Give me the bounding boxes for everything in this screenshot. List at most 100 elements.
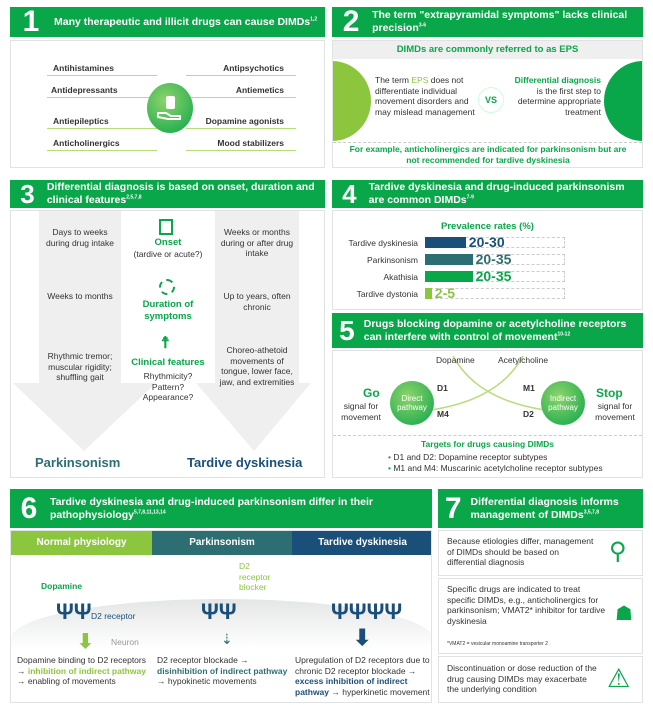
duration-label: Duration of symptoms xyxy=(142,299,194,322)
td-onset: Weeks or months during or after drug int… xyxy=(220,227,294,259)
acetylcholine-label: Acetylcholine xyxy=(498,355,549,365)
management-item: Specific drugs are indicated to treat sp… xyxy=(438,578,643,654)
person-icon: ☨ xyxy=(161,335,170,352)
prevalence-bar xyxy=(425,288,432,299)
tab-tardive-dyskinesia: Tardive dyskinesia xyxy=(292,531,431,555)
prevalence-bar xyxy=(425,254,473,265)
m4-label: M4 xyxy=(437,409,449,419)
prevalence-value: 20-35 xyxy=(475,268,512,284)
eps-banner: DIMDs are commonly referred to as EPS xyxy=(333,41,642,59)
drug-class: Antidepressants xyxy=(51,85,118,95)
prevalence-label: Tardive dystonia xyxy=(356,289,418,299)
linear-flow-icon xyxy=(333,61,371,141)
panel3-header: 3 Differential diagnosis is based on ons… xyxy=(10,180,325,208)
drug-class: Antiepileptics xyxy=(53,116,109,126)
target-item: • M1 and M4: Muscarinic acetylcholine re… xyxy=(388,463,603,473)
drug-class: Antihistamines xyxy=(53,63,114,73)
dopamine-label: Dopamine xyxy=(41,581,83,591)
management-text: Specific drugs are indicated to treat sp… xyxy=(447,584,606,626)
panel1-body: Antihistamines Antidepressants Antiepile… xyxy=(10,40,325,168)
drug-class: Anticholinergics xyxy=(53,138,120,148)
parkinsonism-onset: Days to weeks during drug intake xyxy=(45,227,115,248)
magnifier-icon: ⚲ xyxy=(609,538,627,565)
management-item: Because etiologies differ, management of… xyxy=(438,530,643,576)
m1-label: M1 xyxy=(523,383,535,393)
parkinsonism-description: D2 receptor blockade → disinhibition of … xyxy=(157,655,288,687)
d2-label: D2 xyxy=(523,409,534,419)
panel7-header: 7 Differential diagnosis informs managem… xyxy=(438,489,643,528)
indirect-pathway: Indirect pathway xyxy=(541,381,585,425)
stop-label: Stop xyxy=(596,386,623,400)
go-label: Go xyxy=(363,386,380,400)
prevalence-label: Akathisia xyxy=(383,272,419,282)
panel-number: 1 xyxy=(22,5,40,38)
panel6-header: 6 Tardive dyskinesia and drug-induced pa… xyxy=(10,489,432,528)
drug-class: Antiemetics xyxy=(235,85,284,95)
neuron-label: Neuron xyxy=(111,637,139,647)
parkinsonism-duration: Weeks to months xyxy=(47,291,113,301)
dopamine-label: Dopamine xyxy=(436,355,475,365)
panel-title: Drugs blocking dopamine or acetylcholine… xyxy=(363,317,627,343)
prevalence-value: 2-5 xyxy=(434,285,456,301)
onset-label: Onset xyxy=(154,237,182,248)
arrow-down-icon: ⬇ xyxy=(353,625,372,650)
normal-description: Dopamine binding to D2 receptors → inhib… xyxy=(17,655,146,687)
example-note: For example, anticholinergics are indica… xyxy=(349,144,627,165)
d2-blocker-label: D2 receptor blocker xyxy=(239,561,271,593)
drug-class: Antipsychotics xyxy=(223,63,284,73)
target-item: • D1 and D2: Dopamine receptor subtypes xyxy=(388,452,548,462)
panel-number: 7 xyxy=(444,491,462,525)
management-item: Discontinuation or dose reduction of the… xyxy=(438,656,643,703)
panel4-header: 4 Tardive dyskinesia and drug-induced pa… xyxy=(332,180,643,208)
hand-medicine-icon: ☗ xyxy=(615,603,633,625)
prevalence-value: 20-35 xyxy=(475,251,512,267)
prevalence-value: 20-30 xyxy=(468,234,505,250)
panel1-header: 1 Many therapeutic and illicit drugs can… xyxy=(10,7,325,37)
drug-class: Mood stabilizers xyxy=(217,138,284,148)
branching-flow-icon xyxy=(604,61,642,141)
panel-title: The term "extrapyramidal symptoms" lacks… xyxy=(372,9,628,34)
eps-description: The term EPS does not differentiate indi… xyxy=(375,75,475,117)
panel-number: 4 xyxy=(342,179,357,209)
panel5-body: Dopamine Acetylcholine Go signal for mov… xyxy=(332,350,643,478)
panel3-body: Days to weeks during drug intake Weeks t… xyxy=(10,210,325,478)
panel-number: 3 xyxy=(20,179,35,209)
td-description: Upregulation of D2 receptors due to chro… xyxy=(295,655,430,697)
receptor-icon: ΨΨ xyxy=(56,599,92,624)
prevalence-bar xyxy=(425,271,473,282)
clinical-features-label: Clinical features xyxy=(131,357,205,368)
arrow-down-icon: ⬇ xyxy=(77,631,94,653)
targets-title: Targets for drugs causing DIMDs xyxy=(420,439,555,449)
td-duration: Up to years, often chronic xyxy=(223,291,291,312)
d2-receptor-label: D2 receptor xyxy=(91,611,136,621)
direct-pathway: Direct pathway xyxy=(390,381,434,425)
drug-class: Dopamine agonists xyxy=(205,116,284,126)
tardive-dyskinesia-title: Tardive dyskinesia xyxy=(187,455,303,470)
panel6-body: Normal physiology Parkinsonism Tardive d… xyxy=(10,530,432,703)
panel-title: Differential diagnosis informs managemen… xyxy=(470,495,619,521)
panel2-header: 2 The term "extrapyramidal symptoms" lac… xyxy=(332,7,643,37)
panel-title: Tardive dyskinesia and drug-induced park… xyxy=(49,495,373,521)
d1-label: D1 xyxy=(437,383,448,393)
panel-title: Many therapeutic and illicit drugs can c… xyxy=(54,15,318,28)
parkinsonism-title: Parkinsonism xyxy=(35,455,121,470)
prevalence-label: Parkinsonism xyxy=(366,255,418,265)
parkinsonism-features: Rhythmic tremor; muscular rigidity; shuf… xyxy=(47,351,113,383)
cycle-icon xyxy=(159,279,175,295)
onset-sub: (tardive or acute?) xyxy=(133,249,203,259)
td-features: Choreo-athetoid movements of tongue, low… xyxy=(219,345,295,387)
clinical-features-sub: Rhythmicity? Pattern? Appearance? xyxy=(142,371,194,403)
tab-normal-physiology: Normal physiology xyxy=(11,531,152,555)
management-text: Discontinuation or dose reduction of the… xyxy=(447,663,597,695)
receptor-icon: ΨΨ xyxy=(201,599,237,624)
prevalence-title: Prevalence rates (%) xyxy=(441,221,534,232)
calendar-icon xyxy=(159,219,173,235)
hand-medicine-icon xyxy=(147,83,193,133)
panel-title: Differential diagnosis is based on onset… xyxy=(46,181,315,206)
prevalence-bar xyxy=(425,237,466,248)
panel2-body: DIMDs are commonly referred to as EPS Th… xyxy=(332,40,643,168)
prevalence-label: Tardive dyskinesia xyxy=(348,238,418,248)
panel4-body: Prevalence rates (%) Tardive dyskinesia … xyxy=(332,210,643,310)
panel-number: 5 xyxy=(339,314,355,346)
vs-badge: VS xyxy=(478,87,504,113)
